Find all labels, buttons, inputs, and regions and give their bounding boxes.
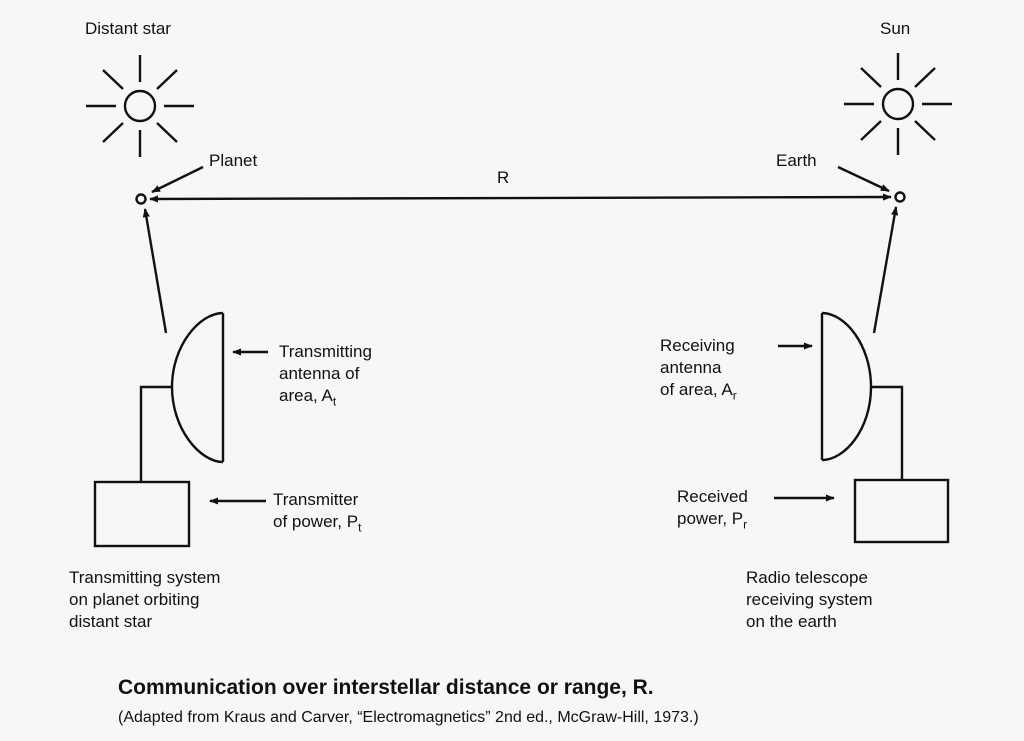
range-label: R	[497, 168, 510, 187]
rx-system-label: Radio telescope receiving system on the …	[746, 568, 873, 631]
earth-dot	[894, 191, 906, 203]
receiver-box	[853, 478, 950, 544]
planet-pointer-arrow	[151, 165, 204, 194]
earth-pointer-arrow	[837, 165, 890, 193]
earth-label: Earth	[776, 151, 817, 170]
caption-title: Communication over interstellar distance…	[118, 676, 654, 699]
distant-star-label: Distant star	[85, 19, 171, 38]
rx-dish-antenna-icon	[820, 311, 904, 480]
tx-dish-antenna-icon	[139, 311, 225, 482]
star-icon	[86, 55, 194, 157]
rx-antenna-label: Receiving antenna of area, Ar	[660, 336, 737, 403]
received-label: Received power, Pr	[677, 487, 748, 532]
sun-label: Sun	[880, 19, 911, 38]
rx-beam-arrow	[872, 206, 899, 334]
sun-icon	[844, 53, 952, 155]
range-arrow	[149, 193, 892, 203]
planet-label: Planet	[209, 151, 258, 170]
tx-antenna-label: Transmitting antenna of area, At	[279, 342, 372, 409]
transmitter-label: Transmitter of power, Pt	[273, 490, 362, 535]
planet-dot	[135, 193, 147, 205]
caption-subtitle: (Adapted from Kraus and Carver, “Electro…	[118, 709, 699, 726]
transmitter-box	[93, 480, 191, 548]
tx-system-label: Transmitting system on planet orbiting d…	[69, 568, 221, 631]
tx-beam-arrow	[142, 208, 168, 334]
